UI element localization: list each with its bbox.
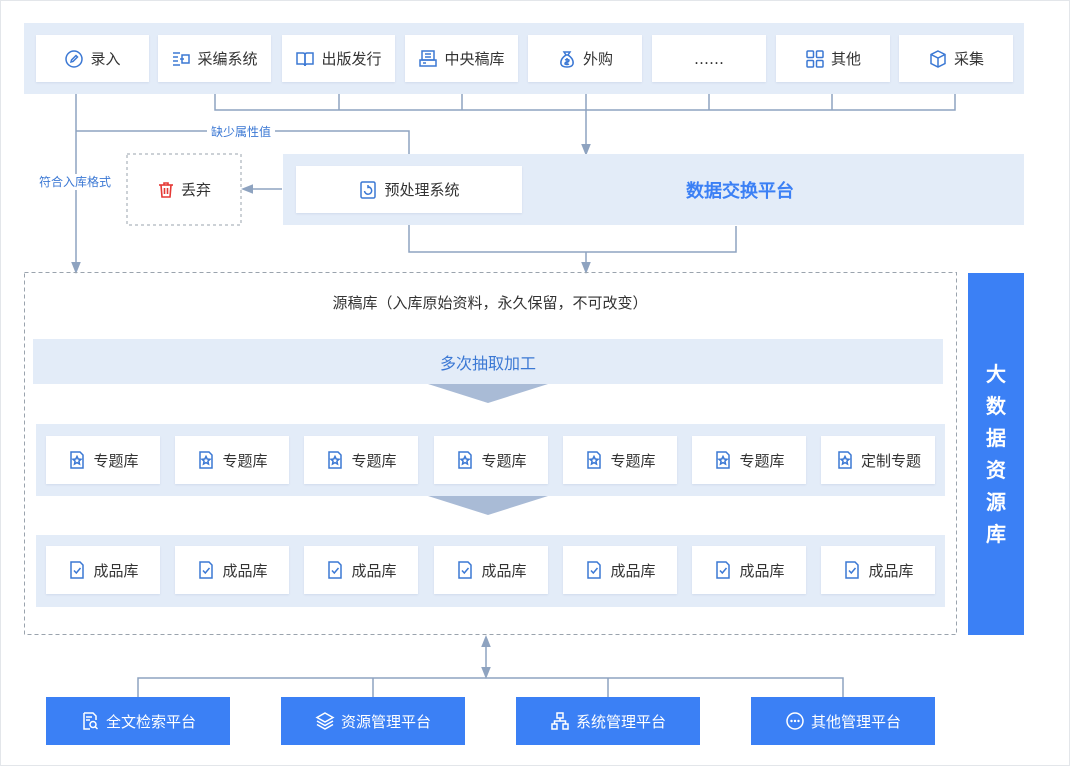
list-transfer-icon xyxy=(173,51,191,66)
source-7: 其他 xyxy=(776,35,890,82)
source-library-title: 源稿库（入库原始资料，永久保留，不可改变） xyxy=(332,294,648,312)
source-label: 采集 xyxy=(953,50,984,68)
layers-icon xyxy=(315,712,335,730)
product-library-4: 成品库 xyxy=(434,546,548,594)
check-doc-icon xyxy=(587,561,602,579)
source-5: 外购 xyxy=(528,35,642,82)
extract-band: 多次抽取加工 xyxy=(33,339,943,384)
platform-label: 系统管理平台 xyxy=(575,712,666,731)
source-label: 中央稿库 xyxy=(444,50,505,68)
source-3: 出版发行 xyxy=(282,35,395,82)
source-6: …… xyxy=(652,35,766,82)
star-doc-icon xyxy=(70,451,85,469)
product-library-6: 成品库 xyxy=(692,546,806,594)
product-library-2: 成品库 xyxy=(175,546,289,594)
product-library-label: 成品库 xyxy=(739,561,785,580)
platform-1[interactable]: 全文检索平台 xyxy=(46,697,230,745)
matches-format-label: 符合入库格式 xyxy=(35,174,116,190)
source-8: 采集 xyxy=(899,35,1013,82)
big-data-char: 库 xyxy=(986,522,1006,546)
platform-label: 资源管理平台 xyxy=(340,712,431,731)
grid-icon xyxy=(806,49,824,68)
discard-label: 丢弃 xyxy=(180,181,211,199)
preprocess-label: 预处理系统 xyxy=(384,181,460,199)
source-label: 出版发行 xyxy=(321,50,382,68)
topic-library-label: 专题库 xyxy=(739,451,785,470)
product-library-label: 成品库 xyxy=(351,561,397,580)
source-label: 外购 xyxy=(582,50,613,68)
preprocess-box: 预处理系统 xyxy=(296,166,522,213)
check-doc-icon xyxy=(70,561,85,579)
extract-label: 多次抽取加工 xyxy=(439,353,536,373)
source-1: 录入 xyxy=(36,35,149,82)
check-doc-icon xyxy=(458,561,473,579)
topic-library-4: 专题库 xyxy=(434,436,548,484)
refresh-doc-icon xyxy=(360,180,377,199)
star-doc-icon xyxy=(587,451,602,469)
platform-label: 全文检索平台 xyxy=(105,712,196,731)
missing-attr-label: 缺少属性值 xyxy=(207,124,276,140)
platform-4[interactable]: 其他管理平台 xyxy=(751,697,935,745)
doc-search-icon xyxy=(83,712,99,730)
product-library-7: 成品库 xyxy=(821,546,935,594)
topic-library-3: 专题库 xyxy=(304,436,418,484)
book-icon xyxy=(296,51,315,66)
topic-library-label: 专题库 xyxy=(93,451,139,470)
check-doc-icon xyxy=(328,561,343,579)
product-library-label: 成品库 xyxy=(93,561,139,580)
topic-library-7: 定制专题 xyxy=(821,436,935,484)
source-label: 录入 xyxy=(90,50,121,68)
big-data-library: 大数据资源库 xyxy=(968,273,1024,635)
product-library-1: 成品库 xyxy=(46,546,160,594)
hierarchy-icon xyxy=(551,712,569,730)
exchange-platform-title: 数据交换平台 xyxy=(686,181,794,202)
topic-library-5: 专题库 xyxy=(563,436,677,484)
big-data-char: 数 xyxy=(986,394,1006,418)
big-data-char: 资 xyxy=(986,458,1006,482)
discard-box: 丢弃 xyxy=(128,155,240,224)
edit-icon xyxy=(65,49,84,68)
trash-icon xyxy=(158,181,173,198)
topic-library-2: 专题库 xyxy=(175,436,289,484)
big-data-char: 源 xyxy=(986,490,1006,514)
platform-2[interactable]: 资源管理平台 xyxy=(281,697,465,745)
source-2: 采编系统 xyxy=(158,35,271,82)
topic-library-6: 专题库 xyxy=(692,436,806,484)
source-4: 中央稿库 xyxy=(405,35,518,82)
topic-library-label: 专题库 xyxy=(222,451,268,470)
product-library-label: 成品库 xyxy=(481,561,527,580)
big-data-char: 大 xyxy=(986,362,1006,386)
check-doc-icon xyxy=(199,561,214,579)
product-library-3: 成品库 xyxy=(304,546,418,594)
topic-library-1: 专题库 xyxy=(46,436,160,484)
product-library-5: 成品库 xyxy=(563,546,677,594)
platform-3[interactable]: 系统管理平台 xyxy=(516,697,700,745)
more-icon xyxy=(786,712,804,730)
platform-label: 其他管理平台 xyxy=(810,712,901,731)
product-library-label: 成品库 xyxy=(222,561,268,580)
source-label: 其他 xyxy=(830,50,861,68)
topic-library-label: 专题库 xyxy=(610,451,656,470)
star-doc-icon xyxy=(838,451,852,469)
money-bag-icon xyxy=(560,50,574,68)
star-doc-icon xyxy=(328,451,343,469)
printer-icon xyxy=(419,49,438,67)
product-library-label: 成品库 xyxy=(868,561,914,580)
source-label: …… xyxy=(694,49,724,68)
source-label: 采编系统 xyxy=(197,50,258,68)
topic-library-label: 定制专题 xyxy=(860,451,921,470)
topic-library-label: 专题库 xyxy=(351,451,397,470)
product-library-label: 成品库 xyxy=(610,561,656,580)
cube-download-icon xyxy=(930,49,946,68)
star-doc-icon xyxy=(716,451,731,469)
star-doc-icon xyxy=(199,451,214,469)
check-doc-icon xyxy=(845,561,860,579)
topic-library-label: 专题库 xyxy=(481,451,527,470)
star-doc-icon xyxy=(458,451,473,469)
check-doc-icon xyxy=(716,561,731,579)
big-data-char: 据 xyxy=(986,426,1006,450)
